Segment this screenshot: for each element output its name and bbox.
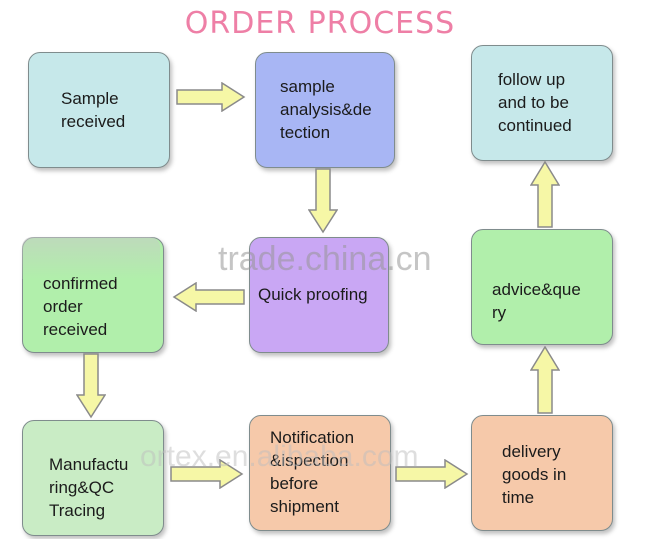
- step-advice-query: advice&que ry: [471, 229, 613, 345]
- step-sample-received: Sample received: [28, 52, 170, 168]
- step-label: Notification &ispection before shipment: [270, 428, 355, 516]
- page-title: ORDER PROCESS: [184, 6, 456, 41]
- step-label: Sample received: [61, 89, 126, 131]
- step-label: advice&que ry: [492, 280, 581, 322]
- blur-overlay: [22, 237, 160, 279]
- arrow-right-icon: [395, 459, 469, 489]
- step-label: delivery goods in time: [502, 442, 567, 507]
- step-label: follow up and to be continued: [498, 70, 572, 135]
- step-label: confirmed order received: [43, 274, 118, 339]
- step-notification: Notification &ispection before shipment: [249, 415, 391, 531]
- step-delivery: delivery goods in time: [471, 415, 613, 531]
- arrow-up-icon: [530, 161, 560, 228]
- arrow-down-icon: [76, 353, 106, 419]
- arrow-down-icon: [308, 168, 338, 234]
- step-label: Quick proofing: [258, 285, 368, 304]
- step-manufacturing: Manufactu ring&QC Tracing: [22, 420, 164, 536]
- step-sample-analysis: sample analysis&de tection: [255, 52, 395, 168]
- step-label: Manufactu ring&QC Tracing: [49, 455, 129, 520]
- arrow-left-icon: [172, 282, 245, 312]
- arrow-right-icon: [176, 82, 246, 112]
- step-follow-up: follow up and to be continued: [471, 45, 613, 161]
- arrow-right-icon: [170, 459, 244, 489]
- step-quick-proofing: Quick proofing: [249, 237, 389, 353]
- step-label: sample analysis&de tection: [280, 77, 372, 142]
- arrow-up-icon: [530, 346, 560, 414]
